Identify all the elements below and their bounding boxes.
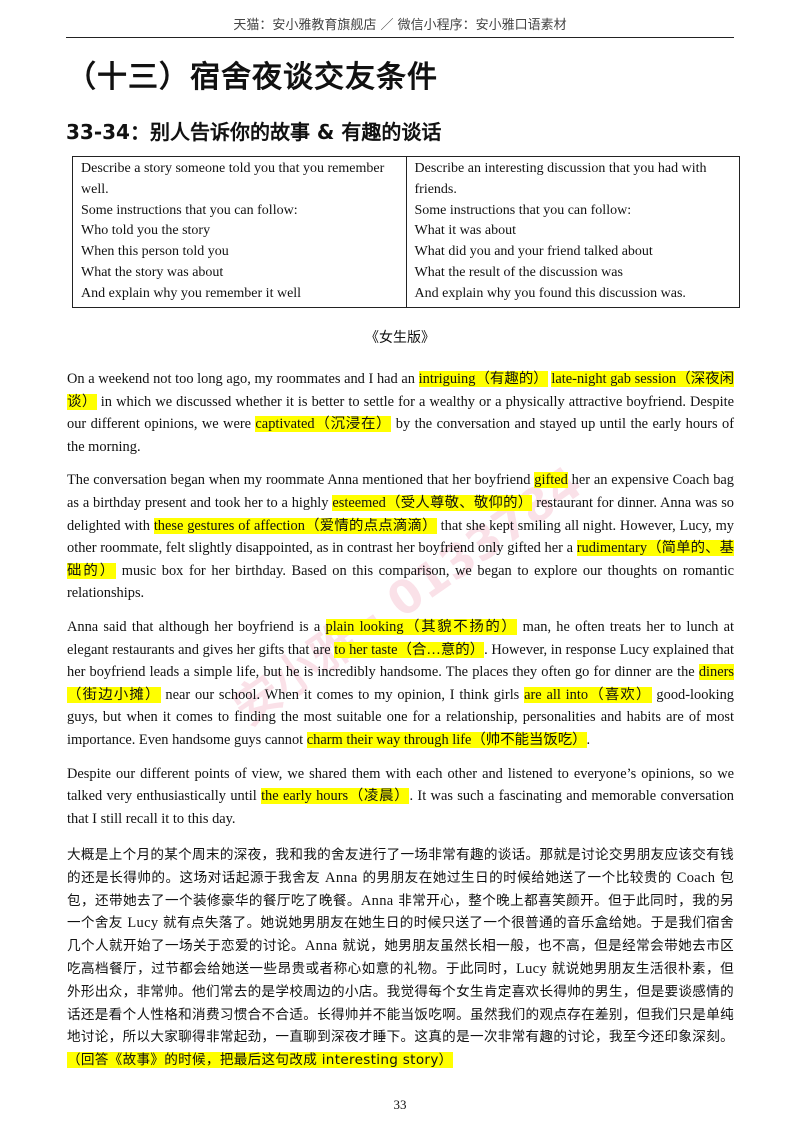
chinese-translation: 大概是上个月的某个周末的深夜，我和我的舍友进行了一场非常有趣的谈话。那就是讨论交… xyxy=(67,844,734,1072)
section-subtitle: 33-34：别人告诉你的故事 & 有趣的谈话 xyxy=(66,120,442,144)
cue-card-right: Describe an interesting discussion that … xyxy=(405,156,740,308)
text: music box for her birthday. Based on thi… xyxy=(67,562,734,602)
header-rule xyxy=(66,37,734,38)
cue-card-item: What it was about xyxy=(414,223,516,239)
cue-card-left: Describe a story someone told you that y… xyxy=(72,156,407,308)
cue-card-item: What the story was about xyxy=(81,264,224,280)
version-label: 《女生版》 xyxy=(365,331,435,346)
text: The conversation began when my roommate … xyxy=(67,472,535,489)
cue-card-prompt: Describe a story someone told you that y… xyxy=(81,161,385,197)
cue-card-prompt: Describe an interesting discussion that … xyxy=(414,161,707,197)
text: 的男朋友在她过生日的时候给她送了一个比较贵的 xyxy=(357,869,677,886)
text: . It was such a fascinating and memorabl… xyxy=(67,788,735,827)
text: by the conversation and stayed up until … xyxy=(67,416,734,455)
highlight-phrase: esteemed（受人尊敬、敬仰的） xyxy=(332,494,533,511)
highlight-phrase: gifted xyxy=(534,472,568,489)
page-header: 天猫：安小雅教育旗舰店 ／ 微信小程序：安小雅口语素材 xyxy=(233,18,567,33)
text: Anna said that although her boyfriend is… xyxy=(67,618,326,635)
text: Anna xyxy=(304,938,338,955)
cue-card-item: And explain why you found this discussio… xyxy=(414,285,686,301)
text: Lucy xyxy=(515,960,547,977)
text: On a weekend not too long ago, my roomma… xyxy=(67,371,419,387)
cue-card-item: What did you and your friend talked abou… xyxy=(414,244,653,260)
highlight-phrase: are all into（喜欢） xyxy=(524,686,652,703)
highlight-phrase: these gestures of affection（爱情的点点滴滴） xyxy=(153,517,437,534)
text: 大概是上个月的某个周末的深夜，我和我的舍友进行了一场非常有趣的谈话。那就是讨论交… xyxy=(67,847,734,886)
text: 就说她男朋友生活很朴素，但外形出众，非常帅。他们常去的是学校周边的小店。我觉得每… xyxy=(67,960,734,1046)
text: restaurant for dinner. Anna was so delig… xyxy=(67,494,735,534)
highlight-phrase: the early hours（凌晨） xyxy=(261,788,410,805)
cue-card-item: What the result of the discussion was xyxy=(414,264,623,280)
text: 包包，还带她去了一个装修豪华的餐厅吃了晚餐。 xyxy=(67,869,735,909)
highlight-phrase: charm their way through life（帅不能当饭吃） xyxy=(306,731,587,748)
text: in which we discussed whether it is bett… xyxy=(67,393,734,433)
cue-card-item: And explain why you remember it well xyxy=(81,285,302,301)
text: Coach xyxy=(676,869,716,886)
text: good-looking guys, but when it comes to … xyxy=(67,686,734,748)
paragraph-1: On a weekend not too long ago, my roomma… xyxy=(67,368,734,458)
text: Anna xyxy=(360,892,394,909)
text: 就说，她男朋友虽然长相一般，也不高，但是经常会带她去市区吃高档餐厅，过节都会给她… xyxy=(67,938,734,977)
text: her an expensive Coach bag as a birthday… xyxy=(67,472,735,511)
cue-card-table: Describe a story someone told you that y… xyxy=(72,156,740,308)
text: Lucy xyxy=(127,915,159,932)
cue-card-intro: Some instructions that you can follow: xyxy=(81,202,298,218)
highlight-phrase: to her taste（合…意的） xyxy=(334,641,485,658)
text: that she kept smiling all night. However… xyxy=(67,517,734,557)
text: . xyxy=(586,731,591,748)
highlight-phrase: plain looking（其貌不扬的） xyxy=(325,618,518,635)
paragraph-4: Despite our different points of view, we… xyxy=(67,763,734,831)
english-answer: On a weekend not too long ago, my roomma… xyxy=(67,368,734,841)
page-number: 33 xyxy=(393,1097,407,1112)
highlight-note: （回答《故事》的时候，把最后这句改成 interesting story） xyxy=(67,1052,453,1069)
paragraph-2: The conversation began when my roommate … xyxy=(67,469,734,605)
text: near our school. When it comes to my opi… xyxy=(160,686,525,703)
text: 就有点失落了。她说她男朋友在她生日的时候只送了一个很普通的音乐盒给她。于是我们宿… xyxy=(67,915,735,955)
paragraph-3: Anna said that although her boyfriend is… xyxy=(67,616,734,752)
text: man, he often treats her to lunch at ele… xyxy=(67,618,734,658)
highlight-phrase: captivated（沉浸在） xyxy=(255,416,392,433)
text: . However, in response Lucy explained th… xyxy=(67,641,734,681)
highlight-phrase: intriguing（有趣的） xyxy=(418,371,548,387)
cue-card-item: Who told you the story xyxy=(81,223,211,239)
text: Anna xyxy=(325,869,358,886)
cue-card-intro: Some instructions that you can follow: xyxy=(414,202,632,218)
page-title: （十三）宿舍夜谈交友条件 xyxy=(66,60,438,95)
text: 非常开心，整个晚上都喜笑颜开。但于此同时，我的另一个舍友 xyxy=(67,892,734,932)
text: Despite our different points of view, we… xyxy=(67,765,734,805)
cue-card-item: When this person told you xyxy=(81,244,229,260)
